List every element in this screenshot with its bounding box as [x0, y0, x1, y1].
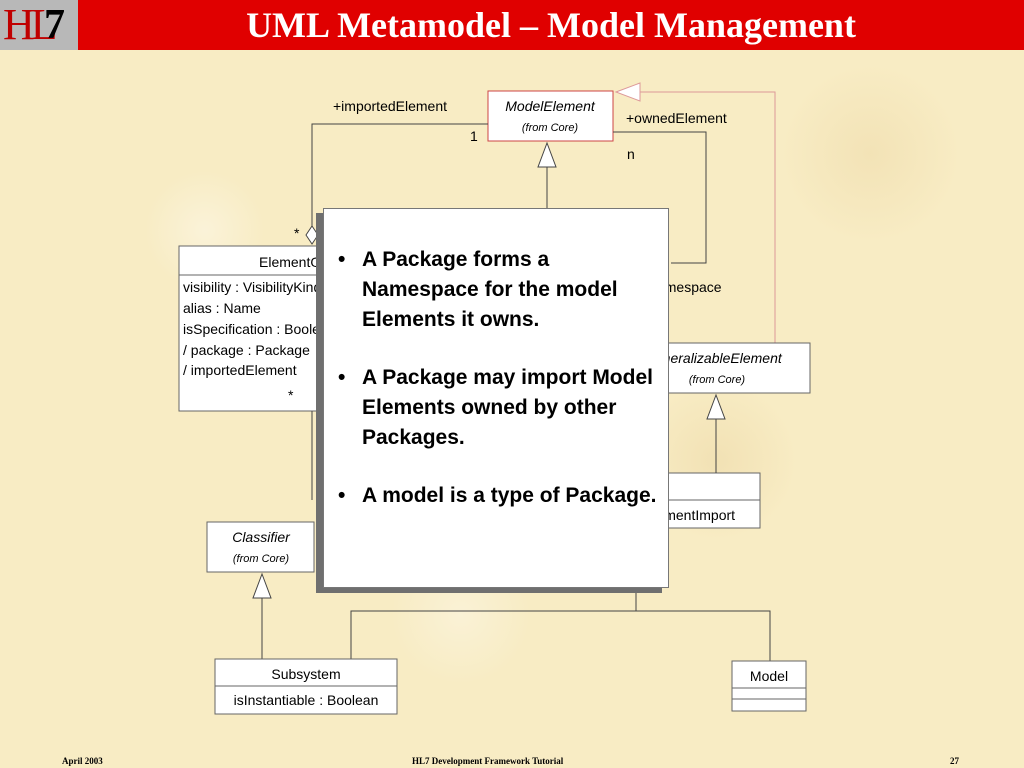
classifier-name: Classifier — [232, 529, 291, 545]
imported-element-line — [311, 123, 488, 228]
inheritance-tree — [350, 610, 771, 661]
bullet-glyph: • — [338, 366, 346, 389]
bullet-callout: • A Package forms a Namespace for the mo… — [323, 208, 669, 588]
logo-digit: 7 — [44, 2, 65, 48]
bullet-item: • A Package may import Model Elements ow… — [338, 363, 658, 453]
generalization-arrow-ns — [537, 141, 557, 168]
multiplicity-star-top: * — [294, 225, 300, 241]
element-ownership-attr: visibility : VisibilityKind — [183, 279, 321, 295]
imported-element-label: +importedElement — [333, 98, 447, 114]
footer-page-number: 27 — [950, 756, 959, 766]
title-bar: HL 7 UML Metamodel – Model Management — [0, 0, 1024, 50]
element-ownership-box — [178, 245, 330, 412]
footer-course: HL7 Development Framework Tutorial — [412, 756, 564, 766]
aggregation-diamond — [305, 225, 319, 245]
classifier-stereo: (from Core) — [233, 553, 290, 565]
model-name: Model — [750, 668, 788, 684]
logo-letters: HL — [3, 0, 58, 49]
bullet-item: • A model is a type of Package. — [338, 481, 658, 511]
multiplicity-one: 1 — [470, 128, 478, 144]
generalization-arrow-classifier — [252, 572, 272, 599]
footer-date: April 2003 — [62, 756, 103, 766]
element-ownership-attr: alias : Name — [183, 300, 261, 316]
bullet-text: A model is a type of Package. — [362, 484, 657, 507]
element-ownership-attr: isSpecification : Boolean — [183, 321, 336, 337]
model-box — [731, 660, 807, 712]
bullet-text: A Package may import Model Elements owne… — [362, 366, 653, 449]
subsystem-name: Subsystem — [271, 666, 340, 682]
generalizable-element-stereo: (from Core) — [689, 374, 746, 386]
slide-title: UML Metamodel – Model Management — [246, 5, 856, 45]
bullet-glyph: • — [338, 248, 346, 271]
element-ownership-attr: / package : Package — [183, 342, 310, 358]
bullet-item: • A Package forms a Namespace for the mo… — [338, 245, 658, 335]
generalizable-element-name: GeneralizableElement — [644, 350, 783, 366]
multiplicity-star-bottom: * — [288, 387, 294, 403]
model-element-stereo: (from Core) — [522, 122, 579, 134]
subsystem-attr: isInstantiable : Boolean — [234, 692, 379, 708]
model-element-name: ModelElement — [505, 98, 596, 114]
classifier-box — [206, 521, 315, 573]
hl7-logo: HL 7 — [0, 0, 78, 50]
bullet-glyph: • — [338, 484, 346, 507]
model-element-box — [487, 90, 614, 142]
owned-element-label: +ownedElement — [626, 110, 727, 126]
generalization-line-ge — [640, 91, 776, 343]
element-ownership-attr: / importedElement — [183, 362, 297, 378]
generalization-arrow-ge — [614, 82, 641, 102]
multiplicity-n: n — [627, 146, 635, 162]
bullet-list: • A Package forms a Namespace for the mo… — [338, 245, 658, 511]
generalization-arrow-ei — [706, 393, 726, 420]
bullet-text: A Package forms a Namespace for the mode… — [362, 248, 618, 331]
owned-element-line — [613, 131, 707, 264]
